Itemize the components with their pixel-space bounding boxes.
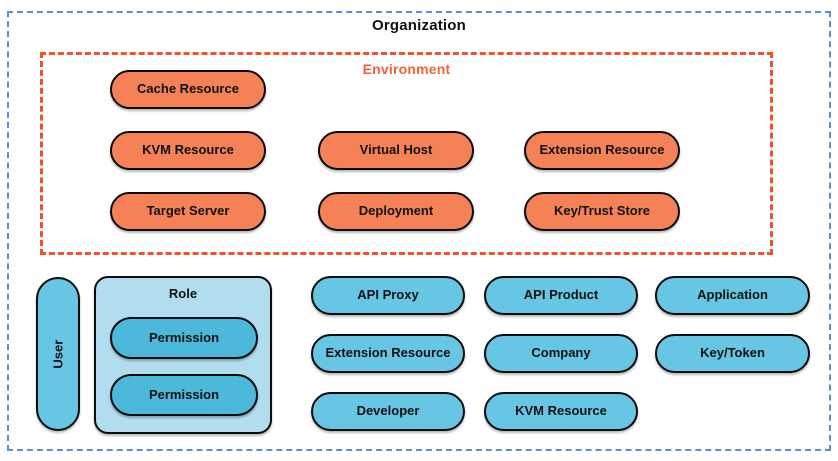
node-extension-resource[interactable]: Extension Resource [524, 131, 680, 170]
node-application[interactable]: Application [655, 276, 810, 315]
node-target-server[interactable]: Target Server [110, 192, 266, 231]
node-developer[interactable]: Developer [311, 392, 465, 431]
node-label: Target Server [146, 203, 230, 219]
node-cache-resource[interactable]: Cache Resource [110, 70, 266, 109]
organization-title: Organization [371, 17, 467, 34]
node-api-proxy[interactable]: API Proxy [311, 276, 465, 315]
organization-boundary [7, 11, 831, 451]
node-label: Extension Resource [539, 142, 665, 158]
node-label: KVM Resource [142, 142, 234, 158]
node-user[interactable]: User [36, 277, 80, 431]
node-kvm-resource[interactable]: KVM Resource [110, 131, 266, 170]
node-label: Key/Trust Store [553, 203, 651, 219]
node-label: Cache Resource [137, 81, 239, 97]
node-key-token[interactable]: Key/Token [655, 334, 810, 373]
node-company[interactable]: Company [484, 334, 638, 373]
environment-boundary [40, 52, 773, 255]
node-label: Virtual Host [359, 142, 433, 158]
node-label: Extension Resource [325, 345, 451, 361]
role-label: Role [168, 286, 198, 301]
node-virtual-host[interactable]: Virtual Host [318, 131, 474, 170]
node-permission-2[interactable]: Permission [110, 374, 258, 416]
environment-title: Environment [362, 61, 451, 77]
node-org-extension-resource[interactable]: Extension Resource [311, 334, 465, 373]
node-permission-1[interactable]: Permission [110, 317, 258, 359]
node-label: Deployment [358, 203, 434, 219]
node-label: Developer [356, 403, 420, 419]
node-org-kvm-resource[interactable]: KVM Resource [484, 392, 638, 431]
node-label: Permission [148, 386, 220, 402]
node-label: Company [531, 345, 591, 361]
node-label: User [49, 339, 65, 369]
node-label: API Proxy [357, 287, 419, 303]
node-api-product[interactable]: API Product [484, 276, 638, 315]
node-key-trust-store[interactable]: Key/Trust Store [524, 192, 680, 231]
node-label: Application [697, 287, 768, 303]
node-label: Permission [148, 329, 220, 345]
node-label: API Product [523, 287, 599, 303]
node-deployment[interactable]: Deployment [318, 192, 474, 231]
node-label: KVM Resource [515, 403, 607, 419]
node-label: Key/Token [700, 345, 765, 361]
